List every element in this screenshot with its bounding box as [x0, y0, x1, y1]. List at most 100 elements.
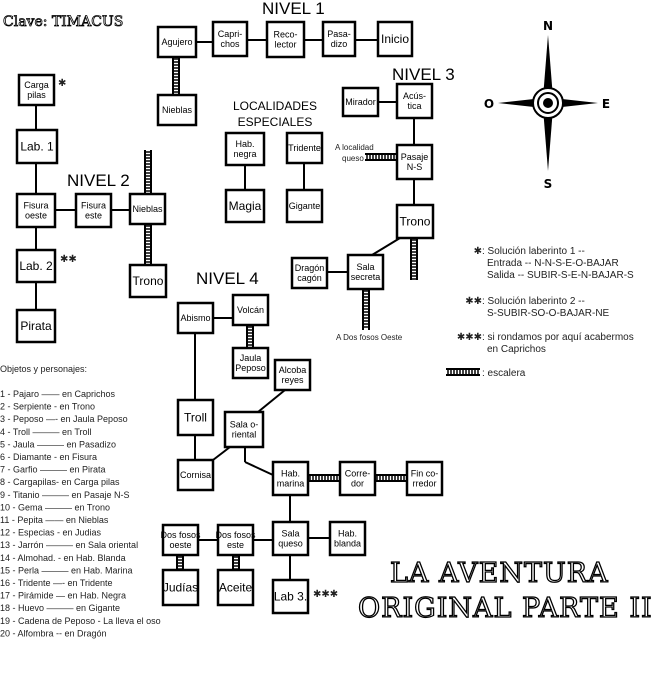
- level-4-title: NIVEL 4: [196, 269, 259, 288]
- room-lab1: Lab. 1: [15, 128, 59, 165]
- object-item: 19 - Cadena de Peposo - La lleva el oso: [0, 616, 161, 626]
- room-label: Dos fosos: [215, 530, 256, 540]
- level-3-title: NIVEL 3: [392, 65, 455, 84]
- room-label: Aceite: [219, 581, 253, 595]
- room-label: Nieblas: [162, 105, 193, 115]
- room-troll: Troll: [176, 398, 215, 437]
- star-mark: ✱✱: [465, 296, 482, 307]
- room-fincorredor: Fin co-rredor: [405, 460, 444, 497]
- legend-text: : Solución laberinto 2 --: [482, 296, 585, 307]
- dos-fosos-note: A Dos fosos Oeste: [336, 333, 403, 342]
- ladder-icon: [308, 474, 340, 482]
- room-nieblas1: Nieblas: [156, 93, 198, 127]
- object-item: 9 - Titanio ——— en Pasaje N-S: [0, 490, 130, 500]
- room-label: reyes: [281, 375, 304, 385]
- room-label: Dragón: [295, 263, 325, 273]
- room-trono3: Trono: [395, 203, 435, 240]
- room-label: Tridente: [288, 143, 321, 153]
- legend-text: S-SUBIR-SO-O-BAJAR-NE: [487, 308, 610, 319]
- room-trono2: Trono: [128, 263, 168, 299]
- star-mark: ✱: [474, 246, 482, 257]
- room-label: Acús-: [403, 91, 426, 101]
- ladder-icon: [232, 555, 240, 570]
- room-label: Sala: [281, 529, 299, 539]
- ladder-icon: [446, 368, 480, 376]
- room-label: lector: [274, 40, 296, 50]
- object-item: 3 - Peposo —- en Jaula Peposo: [0, 414, 128, 424]
- queso-note-1: A localidad: [335, 143, 374, 152]
- legend-text: Salida -- SUBIR-S-E-N-BAJAR-S: [487, 270, 634, 281]
- room-caprichos: Capri-chos: [211, 20, 249, 58]
- compass-o: O: [484, 97, 494, 111]
- room-label: Alcoba: [279, 365, 307, 375]
- room-salaoriental: Sala o-riental: [223, 410, 265, 449]
- room-label: Fin co-: [411, 469, 439, 479]
- ladder-icon: [144, 224, 152, 265]
- object-item: 16 - Tridente —- en Tridente: [0, 578, 113, 588]
- room-nieblas2: Nieblas: [128, 192, 167, 226]
- legend-item: : escalera: [446, 368, 526, 379]
- room-tridente: Tridente: [285, 131, 324, 165]
- ladder-icon: [176, 555, 184, 570]
- room-label: Judías: [163, 581, 198, 595]
- compass-n: N: [543, 19, 553, 33]
- room-label: dizo: [331, 39, 348, 49]
- legend: ✱: Solución laberinto 1 --Entrada -- N-N…: [446, 246, 634, 379]
- compass-s: S: [544, 177, 553, 191]
- clave-label: Clave: TIMACUS: [3, 14, 123, 30]
- room-label: Trono: [400, 215, 431, 229]
- room-lab3: Lab 3.: [271, 578, 310, 615]
- ladder-icon: [246, 325, 254, 348]
- room-label: Volcán: [237, 305, 264, 315]
- room-label: Peposo: [235, 363, 266, 373]
- legend-text: : escalera: [482, 368, 526, 379]
- room-label: Pasaje: [401, 152, 429, 162]
- object-item: 10 - Gema ——— en Trono: [0, 502, 110, 512]
- legend-text: : si rondamos por aquí acabermos: [482, 332, 634, 343]
- ladder-icon: [375, 474, 407, 482]
- room-pasadizo: Pasa-dizo: [321, 20, 357, 58]
- room-lab2: Lab. 2: [15, 248, 57, 284]
- room-agujero: Agujero: [156, 25, 198, 59]
- level-2-title: NIVEL 2: [67, 171, 130, 190]
- ladder-icon: [172, 57, 180, 95]
- room-cornisa: Cornisa: [176, 458, 215, 492]
- room-habblanda: Hab.blanda: [328, 520, 367, 557]
- room-label: Pirata: [20, 319, 52, 333]
- room-label: Capri-: [218, 29, 243, 39]
- compass-e: E: [602, 97, 610, 111]
- room-inicio: Inicio: [376, 20, 414, 58]
- room-label: Inicio: [381, 32, 409, 46]
- room-recolector: Reco-lector: [265, 20, 306, 59]
- room-label: Lab. 1: [20, 140, 54, 154]
- room-label: Hab.: [235, 139, 254, 149]
- room-label: Sala: [356, 262, 374, 272]
- object-item: 7 - Garfio ——— en Pirata: [0, 465, 106, 475]
- room-label: Jaula: [240, 353, 262, 363]
- room-label: Reco-: [273, 30, 297, 40]
- connector-line: [257, 389, 286, 413]
- ladder-icon: [365, 153, 397, 161]
- star-mark: ✱✱✱: [457, 332, 482, 343]
- object-item: 13 - Jarrón ——— en Sala oriental: [0, 540, 138, 550]
- connector-line: [212, 446, 231, 461]
- room-label: negra: [233, 149, 256, 159]
- star-1-mark: ✱: [58, 78, 66, 89]
- room-label: Lab. 2: [19, 259, 53, 273]
- room-label: riental: [232, 430, 257, 440]
- room-label: Cornisa: [180, 470, 211, 480]
- room-habnegra: Hab.negra: [224, 131, 266, 167]
- object-item: 14 - Almohad. - en Hab. Blanda: [0, 553, 126, 563]
- room-abismo: Abismo: [176, 301, 215, 335]
- room-label: N-S: [407, 162, 423, 172]
- legend-text: : Solución laberinto 1 --: [482, 246, 585, 257]
- room-acustica: Acús-tica: [395, 82, 434, 120]
